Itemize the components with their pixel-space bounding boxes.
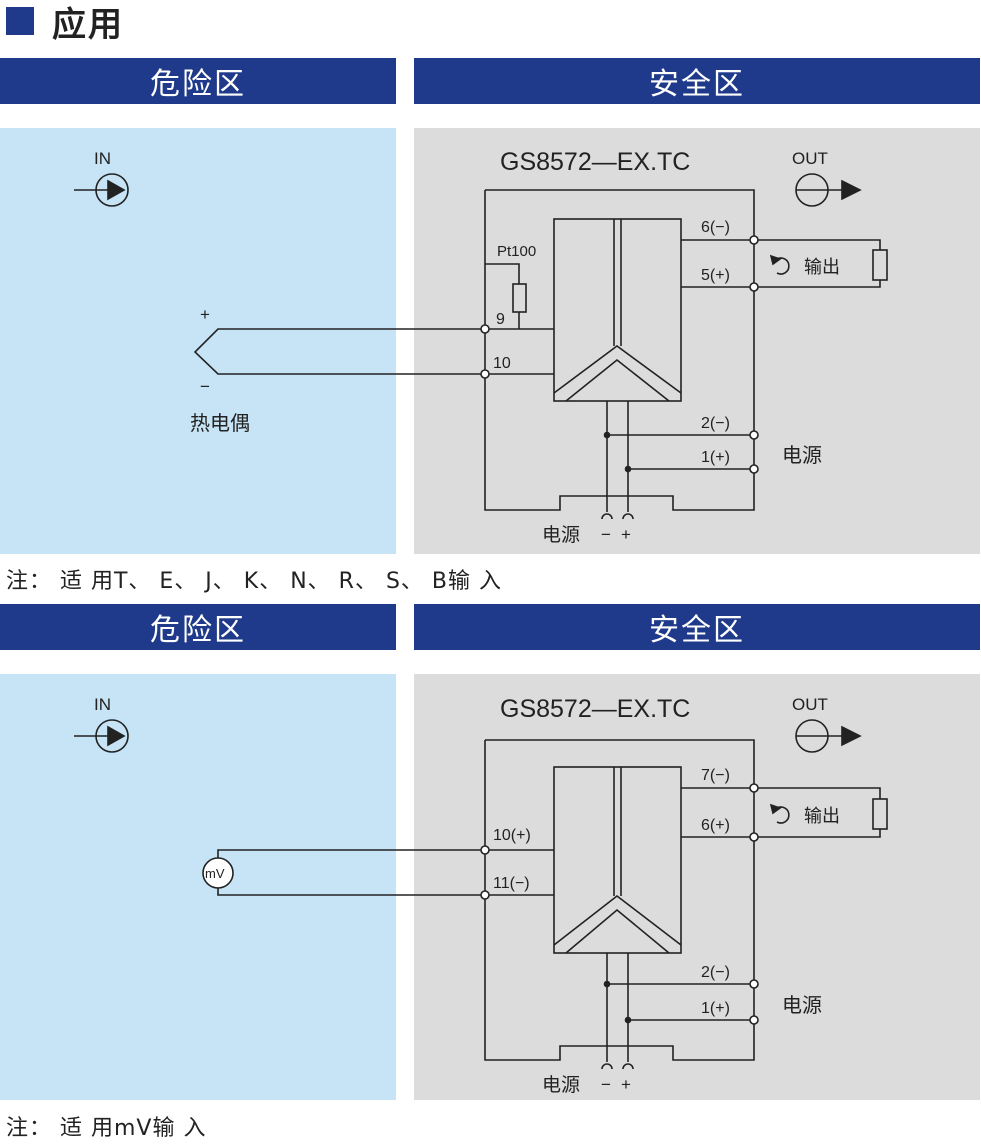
in-label: IN — [94, 149, 111, 168]
output-label: 输出 — [804, 257, 840, 277]
output-arrow-icon — [795, 719, 862, 753]
safe-zone-header: 安全区 — [414, 604, 980, 650]
bottom-pol-minus: − — [601, 1075, 611, 1094]
terminal-out-neg: 6(−) — [701, 219, 730, 236]
out-label: OUT — [792, 695, 828, 714]
sensor-minus-label: − — [200, 377, 210, 396]
power-label: 电源 — [782, 994, 822, 1017]
terminal-in-a: 9 — [496, 311, 505, 328]
sensor-label: mV — [205, 866, 225, 881]
terminal-out-neg: 7(−) — [701, 767, 730, 784]
terminal-pwr-neg: 2(−) — [701, 415, 730, 432]
output-arrow-icon — [795, 173, 862, 207]
terminal-pwr-pos: 1(+) — [701, 1000, 730, 1017]
rtd-label: Pt100 — [497, 243, 536, 260]
terminal-out-pos: 5(+) — [701, 267, 730, 284]
hazard-zone-panel — [0, 674, 396, 1100]
title-square-icon — [6, 7, 34, 35]
safe-zone-panel — [414, 674, 980, 1100]
model-label: GS8572—EX.TC — [500, 695, 690, 723]
page-title: 应用 — [6, 0, 124, 45]
thermocouple-icon — [193, 328, 485, 375]
sensor-label: 热电偶 — [190, 412, 250, 435]
input-arrow-icon — [74, 173, 129, 207]
output-label: 输出 — [804, 806, 840, 826]
bottom-pol-plus: + — [621, 525, 631, 544]
loop-arrow-icon — [776, 806, 790, 824]
terminal-pwr-pos: 1(+) — [701, 449, 730, 466]
loop-arrow-icon — [776, 257, 790, 275]
bottom-pol-minus: − — [601, 525, 611, 544]
safe-zone-panel — [414, 128, 980, 554]
bottom-pol-plus: + — [621, 1075, 631, 1094]
note-text: 注： 适 用T、 E、 J、 K、 N、 R、 S、 B输 入 — [6, 569, 502, 594]
note-text: 注： 适 用mV输 入 — [6, 1116, 207, 1141]
mv-source-icon — [202, 857, 234, 889]
terminal-in-a: 10(+) — [493, 827, 531, 844]
hazard-zone-header: 危险区 — [0, 58, 396, 104]
terminal-out-pos: 6(+) — [701, 817, 730, 834]
bottom-power-label: 电源 — [542, 1074, 580, 1096]
terminal-in-b: 11(−) — [493, 875, 530, 892]
model-label: GS8572—EX.TC — [500, 148, 690, 176]
bottom-power-label: 电源 — [542, 524, 580, 546]
out-label: OUT — [792, 149, 828, 168]
terminal-dots — [480, 235, 759, 474]
safe-zone-header: 安全区 — [414, 58, 980, 104]
hazard-zone-header: 危险区 — [0, 604, 396, 650]
input-arrow-icon — [74, 719, 129, 753]
power-label: 电源 — [782, 444, 822, 467]
in-label: IN — [94, 695, 111, 714]
page-title-text: 应用 — [52, 4, 124, 45]
load-resistor-icon — [872, 798, 888, 830]
terminal-pwr-neg: 2(−) — [701, 964, 730, 981]
terminal-dots — [480, 783, 759, 1025]
sensor-plus-label: + — [200, 305, 210, 324]
load-resistor-icon — [872, 249, 888, 281]
terminal-in-b: 10 — [493, 355, 511, 372]
hazard-zone-panel — [0, 128, 396, 554]
